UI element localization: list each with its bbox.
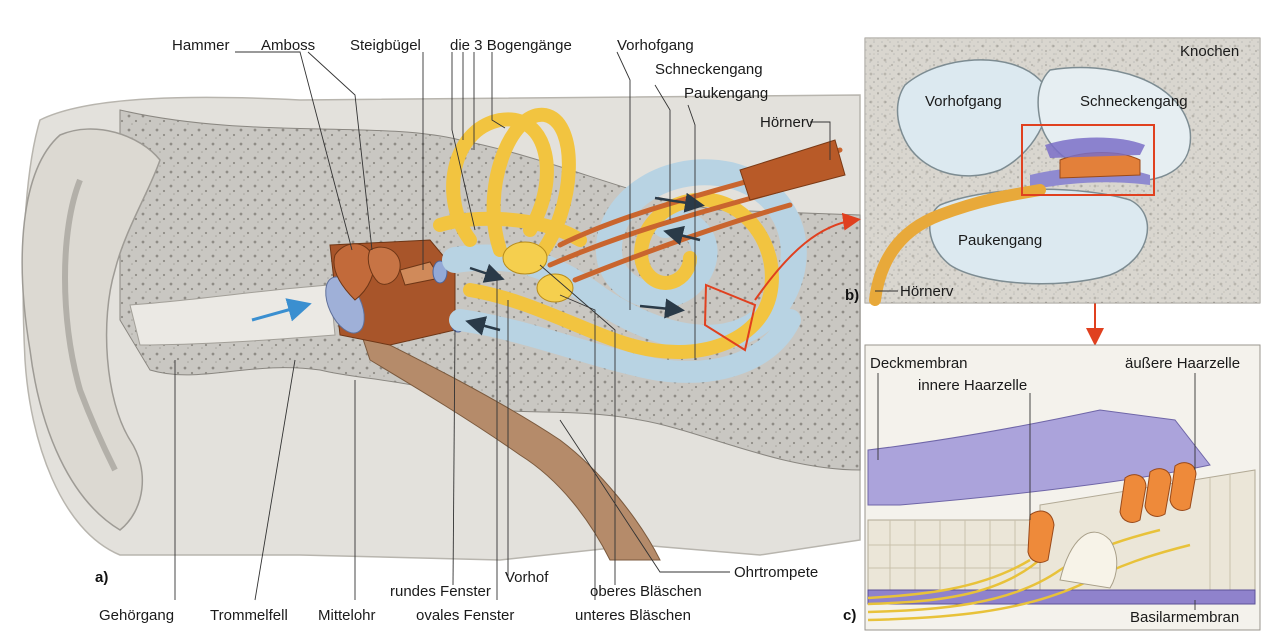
label-vorhof: Vorhof (505, 569, 549, 586)
label-unteres-blaeschen: unteres Bläschen (575, 607, 691, 624)
label-deckmembran: Deckmembran (870, 355, 968, 372)
label-bogengaenge: die 3 Bogengänge (450, 37, 572, 54)
panel-b-illustration (865, 38, 1260, 303)
vestibule-utricle (503, 242, 547, 274)
label-hoernerv-b: Hörnerv (900, 283, 954, 300)
label-steigbuegel: Steigbügel (350, 37, 421, 54)
label-amboss: Amboss (261, 37, 315, 54)
label-schneckengang-b: Schneckengang (1080, 93, 1188, 110)
label-ovales-fenster: ovales Fenster (416, 607, 514, 624)
label-vorhofgang-a: Vorhofgang (617, 37, 694, 54)
label-hammer: Hammer (172, 37, 230, 54)
label-paukengang-b: Paukengang (958, 232, 1042, 249)
label-paukengang-a: Paukengang (684, 85, 768, 102)
label-oberes-blaeschen: oberes Bläschen (590, 583, 702, 600)
label-rundes-fenster: rundes Fenster (390, 583, 491, 600)
panel-letter-b: b) (845, 287, 859, 304)
label-mittelohr: Mittelohr (318, 607, 376, 624)
label-aeussere-haarzelle: äußere Haarzelle (1125, 355, 1240, 372)
panel-letter-a: a) (95, 569, 108, 586)
label-schneckengang-a: Schneckengang (655, 61, 763, 78)
label-gehoergang: Gehörgang (99, 607, 174, 624)
label-trommelfell: Trommelfell (210, 607, 288, 624)
label-hoernerv-a: Hörnerv (760, 114, 814, 131)
label-innere-haarzelle: innere Haarzelle (918, 377, 1027, 394)
label-knochen-b: Knochen (1180, 43, 1239, 60)
label-basilarmembran: Basilarmembran (1130, 609, 1239, 626)
label-ohrtrompete: Ohrtrompete (734, 564, 818, 581)
panel-a-illustration (22, 95, 860, 560)
panel-letter-c: c) (843, 607, 856, 624)
label-vorhofgang-b: Vorhofgang (925, 93, 1002, 110)
